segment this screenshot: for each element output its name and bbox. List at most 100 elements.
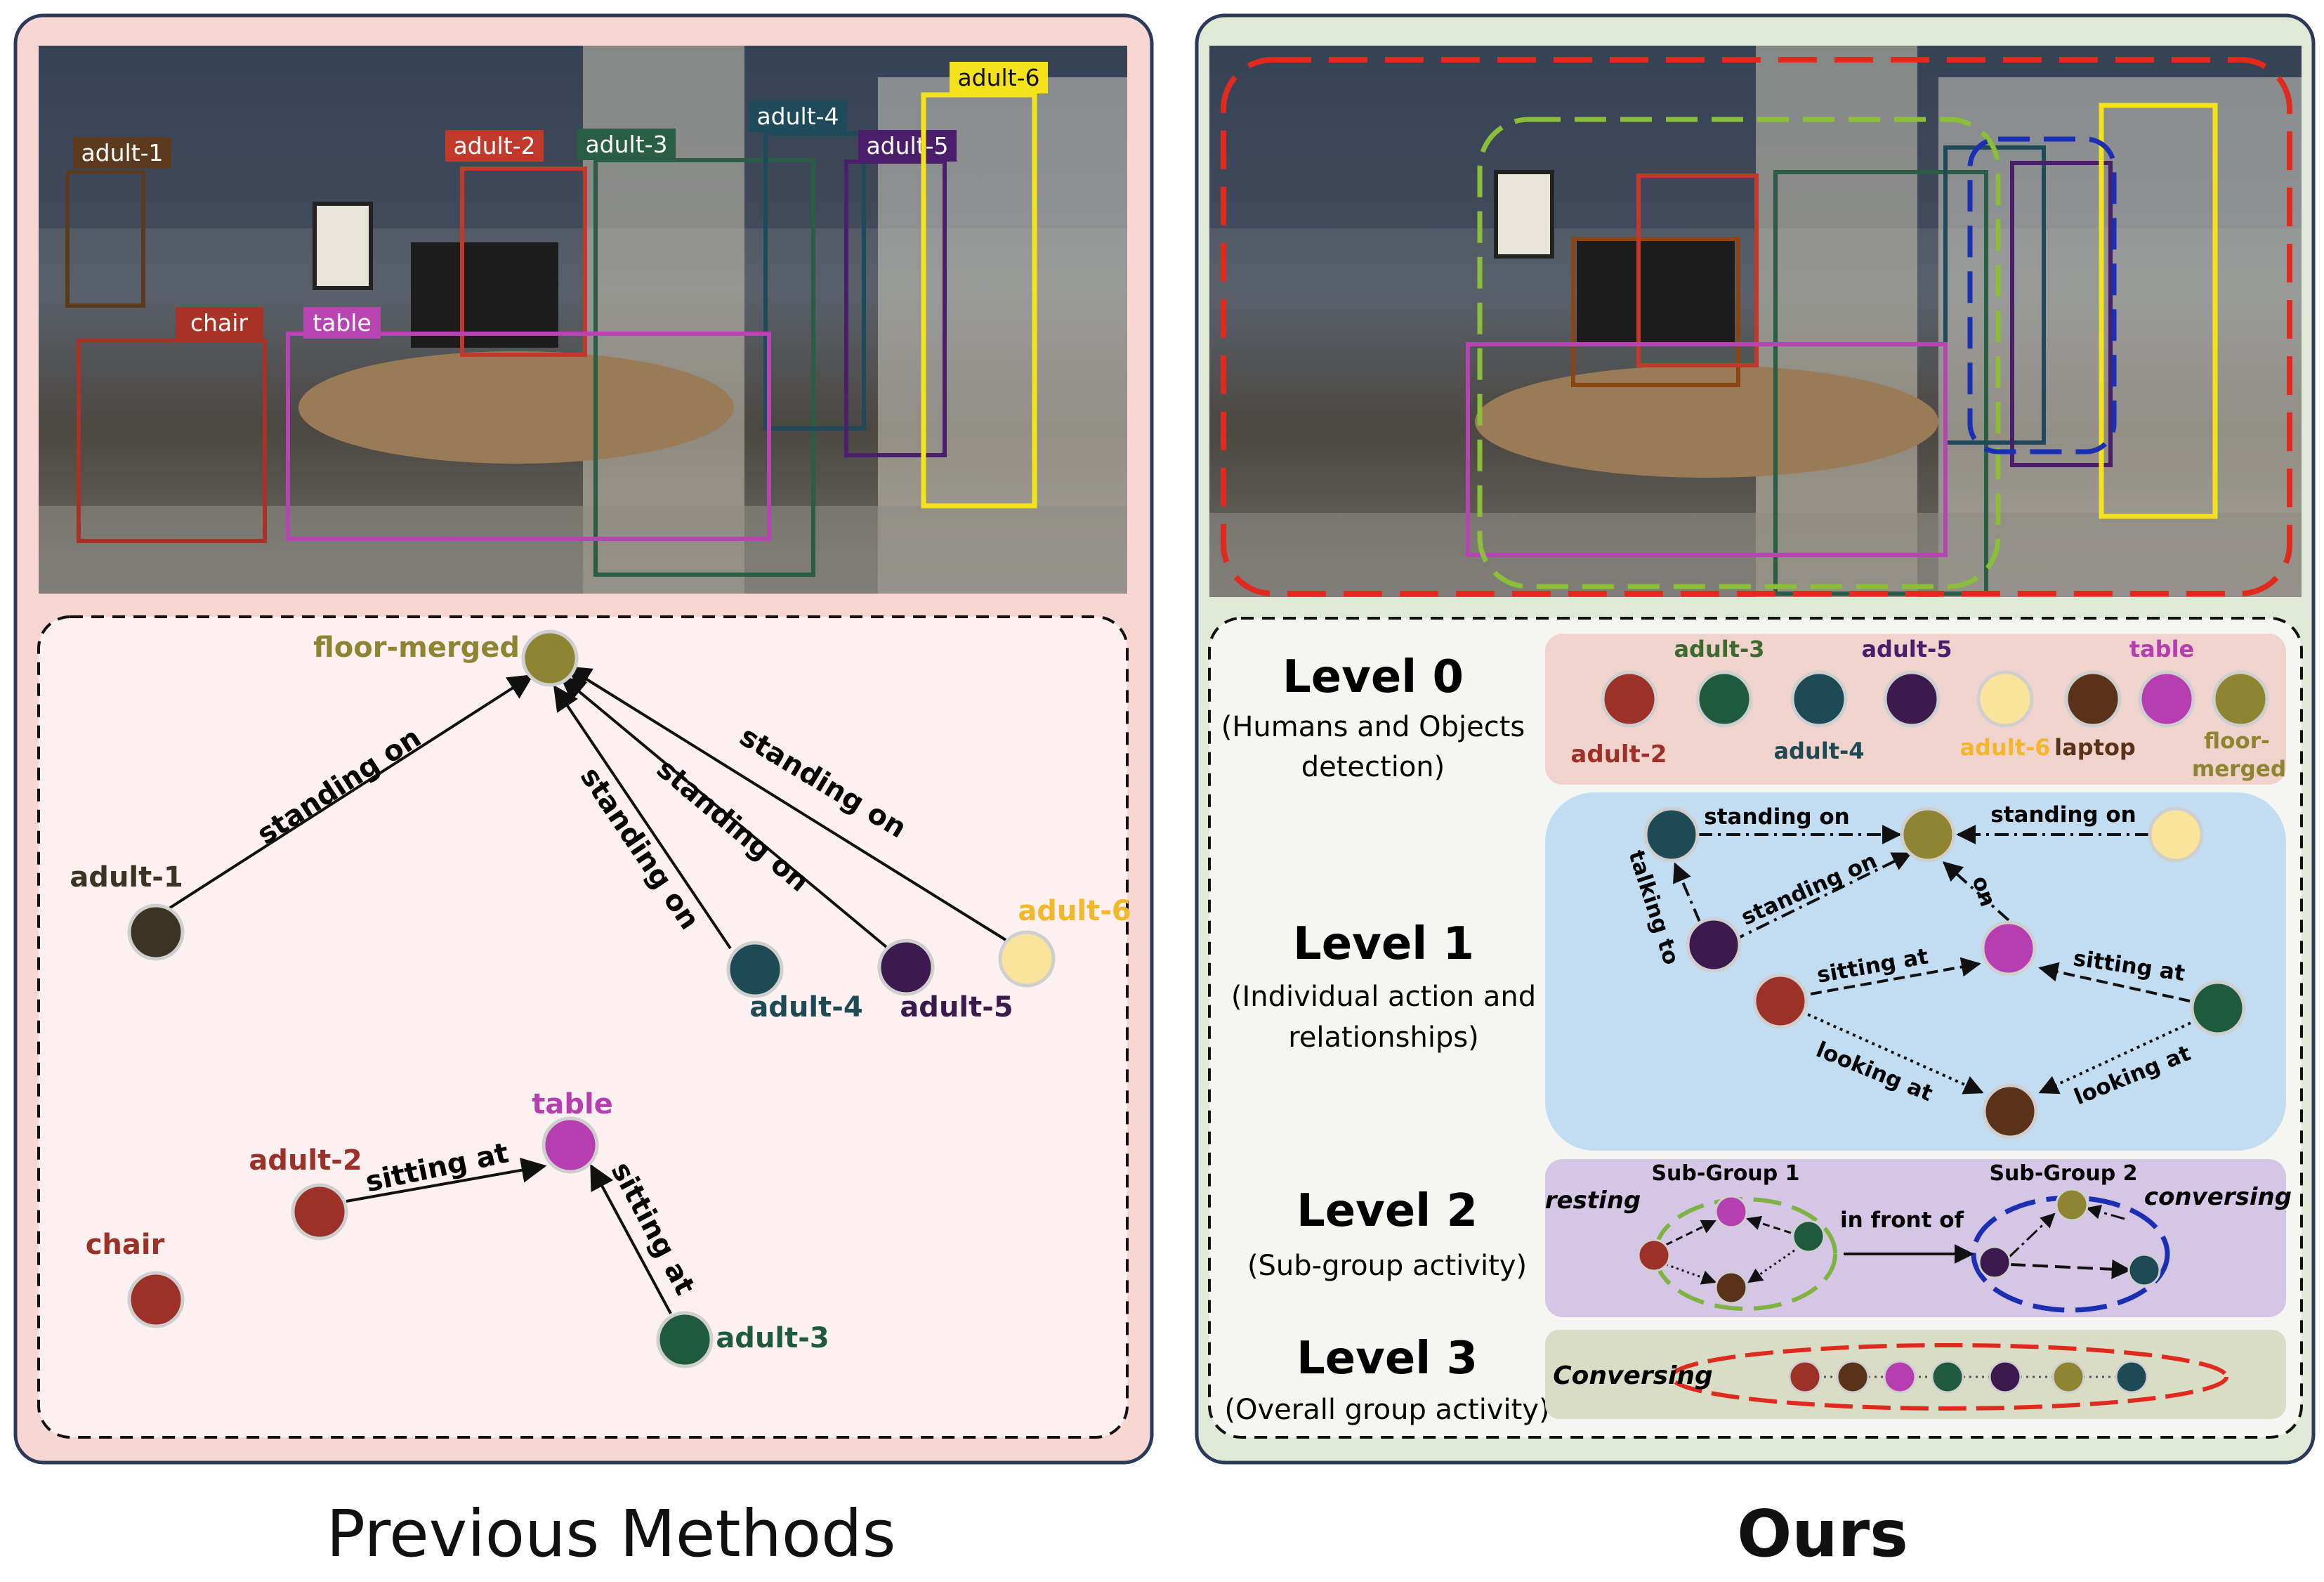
label-adult-2: adult-2: [249, 1144, 362, 1177]
l1-label-standing-on: standing on: [1704, 804, 1850, 830]
tag-adult-4-text: adult-4: [756, 103, 839, 130]
level-0-panel: adult-2 adult-3 adult-4 adult-5 adult-6 …: [1545, 634, 2286, 785]
node-floor-merged: [521, 629, 579, 687]
tag-adult-5-text: adult-5: [866, 132, 948, 159]
node-adult-5: [877, 939, 935, 996]
l0-node-table: [2138, 670, 2195, 728]
group-ellipse: [1669, 1343, 2228, 1411]
bbox-adult-6: [2099, 103, 2218, 519]
floor-area: [39, 506, 1127, 594]
level-1-subtitle: relationships): [1288, 1021, 1479, 1054]
edge-adult3-table: [590, 1163, 672, 1314]
l2-node-laptop: [1714, 1271, 1748, 1305]
node-adult-4: [726, 941, 784, 998]
l0-node-laptop: [2064, 670, 2122, 728]
level-titles: Level 0 (Humans and Objects detection) L…: [1221, 651, 1550, 1426]
edge-adult2-table: [346, 1157, 547, 1203]
l2-node-floor-merged: [2055, 1188, 2089, 1222]
laptop-shape: [411, 242, 558, 348]
label-adult-6: adult-6: [1018, 895, 1131, 927]
edge-adult4-floor: [553, 685, 732, 950]
subgroup-1-box: [1477, 117, 2001, 589]
level-1-title: Level 1: [1293, 918, 1474, 970]
bbox-table: [1466, 342, 1948, 557]
right-panel: Level 0 (Humans and Objects detection) L…: [1195, 13, 2316, 1465]
label-adult-1: adult-1: [70, 861, 183, 894]
wall-poster: [1494, 170, 1554, 259]
group-box: [1221, 57, 2292, 596]
l3-node-adult-5: [1988, 1360, 2022, 1394]
edge-adult5-floor: [560, 675, 888, 948]
l3-node-floor-merged: [2051, 1360, 2085, 1394]
l1-node-adult-6: [2148, 806, 2204, 863]
level-3-title: Level 3: [1296, 1333, 1478, 1385]
l0-node-adult-4: [1790, 670, 1848, 728]
tag-adult-2-text: adult-2: [453, 132, 535, 159]
bbox-adult-2: [460, 166, 587, 357]
l2-label-conversing: conversing: [2144, 1183, 2292, 1211]
l1-node-laptop: [1982, 1083, 2038, 1139]
edge-adult6-floor: [565, 666, 1007, 941]
level-3-subtitle: (Overall group activity): [1224, 1394, 1549, 1426]
level-2-subtitle: (Sub-group activity): [1247, 1250, 1527, 1282]
pillar: [1756, 46, 1917, 597]
l3-label-conversing: Conversing: [1553, 1361, 1713, 1390]
level-2-title: Level 2: [1296, 1185, 1478, 1237]
level-2-panel: Sub-Group 1 Sub-Group 2 resting conversi…: [1545, 1159, 2292, 1317]
label-table: table: [532, 1088, 613, 1120]
tag-table: [303, 307, 381, 339]
l2-label-subgroup-1: Sub-Group 1: [1651, 1161, 1799, 1186]
tag-adult-1-text: adult-1: [81, 139, 163, 166]
level-1-panel: standing on standing on standing on talk…: [1545, 792, 2286, 1151]
laptop-shape: [1577, 239, 1735, 344]
node-adult-1: [127, 903, 185, 961]
label-adult-4: adult-4: [749, 991, 862, 1024]
tag-adult-6: [950, 62, 1048, 93]
l3-node-adult-3: [1931, 1360, 1964, 1394]
l0-node-adult-6: [1976, 670, 2034, 728]
tag-adult-4: [749, 100, 847, 132]
bbox-table: [286, 332, 771, 541]
level-0-subtitle: detection): [1301, 751, 1445, 783]
tag-adult-1: [73, 137, 171, 169]
l0-node-adult-5: [1883, 670, 1941, 728]
left-panel: adult-1 adult-2 adult-3 adult-4 adult-5 …: [13, 13, 1154, 1465]
l1-edge-talking-to: [1673, 862, 1701, 922]
wall-poster: [313, 202, 373, 290]
node-adult-3: [656, 1311, 714, 1368]
l2-node-adult-2: [1637, 1238, 1671, 1272]
l1-node-adult-5: [1686, 917, 1742, 973]
subgroup-1-ellipse: [1653, 1197, 1837, 1311]
l0-label-table: table: [2129, 636, 2194, 662]
l0-label-adult-6: adult-6: [1959, 734, 2050, 761]
l0-node-adult-3: [1695, 670, 1753, 728]
node-adult-2: [291, 1183, 348, 1241]
label-chair: chair: [86, 1229, 165, 1261]
l0-node-adult-2: [1601, 670, 1658, 728]
l2-label-in-front-of: in front of: [1840, 1208, 1964, 1233]
right-scene-photo: [1209, 46, 2302, 597]
level-1-subtitle: (Individual action and: [1231, 981, 1536, 1013]
tag-chair-text: chair: [190, 309, 248, 336]
node-chair: [127, 1271, 185, 1328]
bbox-adult-3: [593, 158, 815, 577]
l2-label-resting: resting: [1545, 1186, 1641, 1215]
l3-node-adult-2: [1788, 1360, 1822, 1394]
label-adult-5: adult-5: [900, 991, 1013, 1024]
l0-label-adult-4: adult-4: [1773, 738, 1864, 764]
l2-label-subgroup-2: Sub-Group 2: [1989, 1161, 2137, 1186]
round-table: [298, 351, 734, 464]
l1-edge-looking-at: [1801, 1010, 1984, 1094]
tag-adult-5: [858, 130, 957, 162]
caption-ours: Ours: [1737, 1496, 1908, 1571]
tag-chair: [176, 307, 263, 339]
l0-label-adult-2: adult-2: [1570, 740, 1667, 769]
level-0-title: Level 0: [1282, 651, 1464, 703]
tag-adult-6-text: adult-6: [957, 64, 1039, 91]
l1-node-adult-2: [1752, 973, 1808, 1029]
l1-node-table: [1981, 920, 2037, 976]
l0-label-laptop: laptop: [2054, 734, 2136, 761]
label-adult-3: adult-3: [716, 1322, 829, 1354]
label-floor-merged: floor-merged: [313, 632, 520, 664]
l0-label-merged: merged: [2192, 757, 2286, 782]
